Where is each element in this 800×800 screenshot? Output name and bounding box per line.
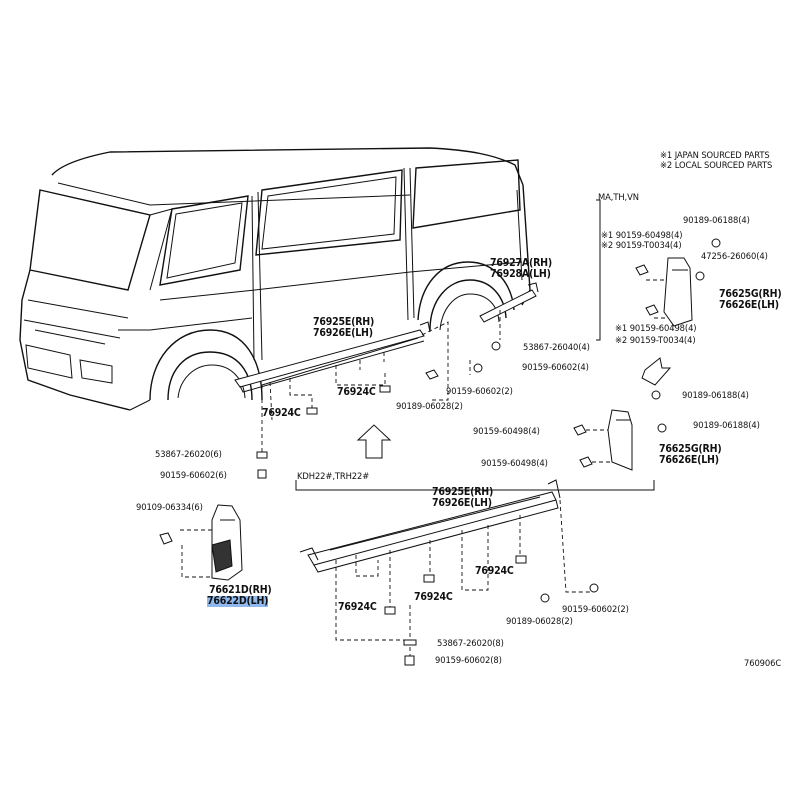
rear-mudflap-local <box>596 199 721 341</box>
r-90189-06188-a: 90189-06188(4) <box>683 215 750 225</box>
part-90159-60602-6: 90159-60602(6) <box>160 470 227 480</box>
r-l-90159-T0034-a: ※2 90159-T0034(4) <box>601 240 682 250</box>
legend-local: ※2 LOCAL SOURCED PARTS <box>660 160 773 170</box>
part-76924C-a: 76924C <box>262 407 301 419</box>
part-76621D: 76621D(RH) <box>209 584 272 596</box>
part-76928A: 76928A(LH) <box>490 268 551 280</box>
r-j-90159-60498-a: ※1 90159-60498(4) <box>601 230 683 240</box>
b-53867-26020-8: 53867-26020(8) <box>437 638 504 648</box>
r-76625G-a: 76625G(RH) <box>719 288 782 300</box>
rear-mudflap <box>573 390 667 471</box>
b-90189-06028-2: 90189-06028(2) <box>506 616 573 626</box>
section-ma-th-vn: MA,TH,VN <box>598 192 639 202</box>
b-90159-60602-8: 90159-60602(8) <box>435 655 502 665</box>
r-76626E-b: 76626E(LH) <box>659 454 719 466</box>
part-53867-26040: 53867-26040(4) <box>523 342 590 352</box>
part-76924C-b: 76924C <box>337 386 376 398</box>
b-76924C-c: 76924C <box>338 601 377 613</box>
r-76625G-b: 76625G(RH) <box>659 443 722 455</box>
drawing-code: 760906C <box>744 658 782 668</box>
b-76924C-b: 76924C <box>414 591 453 603</box>
part-90189-06028-2: 90189-06028(2) <box>396 401 463 411</box>
part-76622D[interactable]: 76622D(LH) <box>207 595 269 607</box>
part-90109-06334: 90109-06334(6) <box>136 502 203 512</box>
r-90159-60498-d: 90159-60498(4) <box>481 458 548 468</box>
part-76926E-top: 76926E(LH) <box>313 327 373 339</box>
r-47256-26060: 47256-26060(4) <box>701 251 768 261</box>
r-90189-06188-c: 90189-06188(4) <box>693 420 760 430</box>
r-90159-60498-c: 90159-60498(4) <box>473 426 540 436</box>
part-90159-60602-4: 90159-60602(4) <box>522 362 589 372</box>
legend-japan: ※1 JAPAN SOURCED PARTS <box>660 150 770 160</box>
arrow-down <box>641 357 672 386</box>
r-j-90159-60498-b: ※1 90159-60498(4) <box>615 323 697 333</box>
b-90159-60602-2: 90159-60602(2) <box>562 604 629 614</box>
side-step-lower <box>295 479 655 666</box>
r-90189-06188-b: 90189-06188(4) <box>682 390 749 400</box>
part-76925E-top: 76925E(RH) <box>313 316 375 328</box>
r-76626E-a: 76626E(LH) <box>719 299 779 311</box>
b-76924C-a: 76924C <box>475 565 514 577</box>
arrow-up <box>356 424 392 459</box>
part-76927A: 76927A(RH) <box>490 257 552 269</box>
b-76925E: 76925E(RH) <box>432 486 494 498</box>
van-illustration <box>19 147 531 411</box>
section-kdh: KDH22#,TRH22# <box>297 471 370 481</box>
side-step-upper <box>234 282 539 479</box>
r-l-90159-T0034-b: ※2 90159-T0034(4) <box>615 335 696 345</box>
front-mudflap <box>159 504 243 581</box>
part-90159-60602-2: 90159-60602(2) <box>446 386 513 396</box>
part-53867-26020-6: 53867-26020(6) <box>155 449 222 459</box>
b-76926E: 76926E(LH) <box>432 497 492 509</box>
